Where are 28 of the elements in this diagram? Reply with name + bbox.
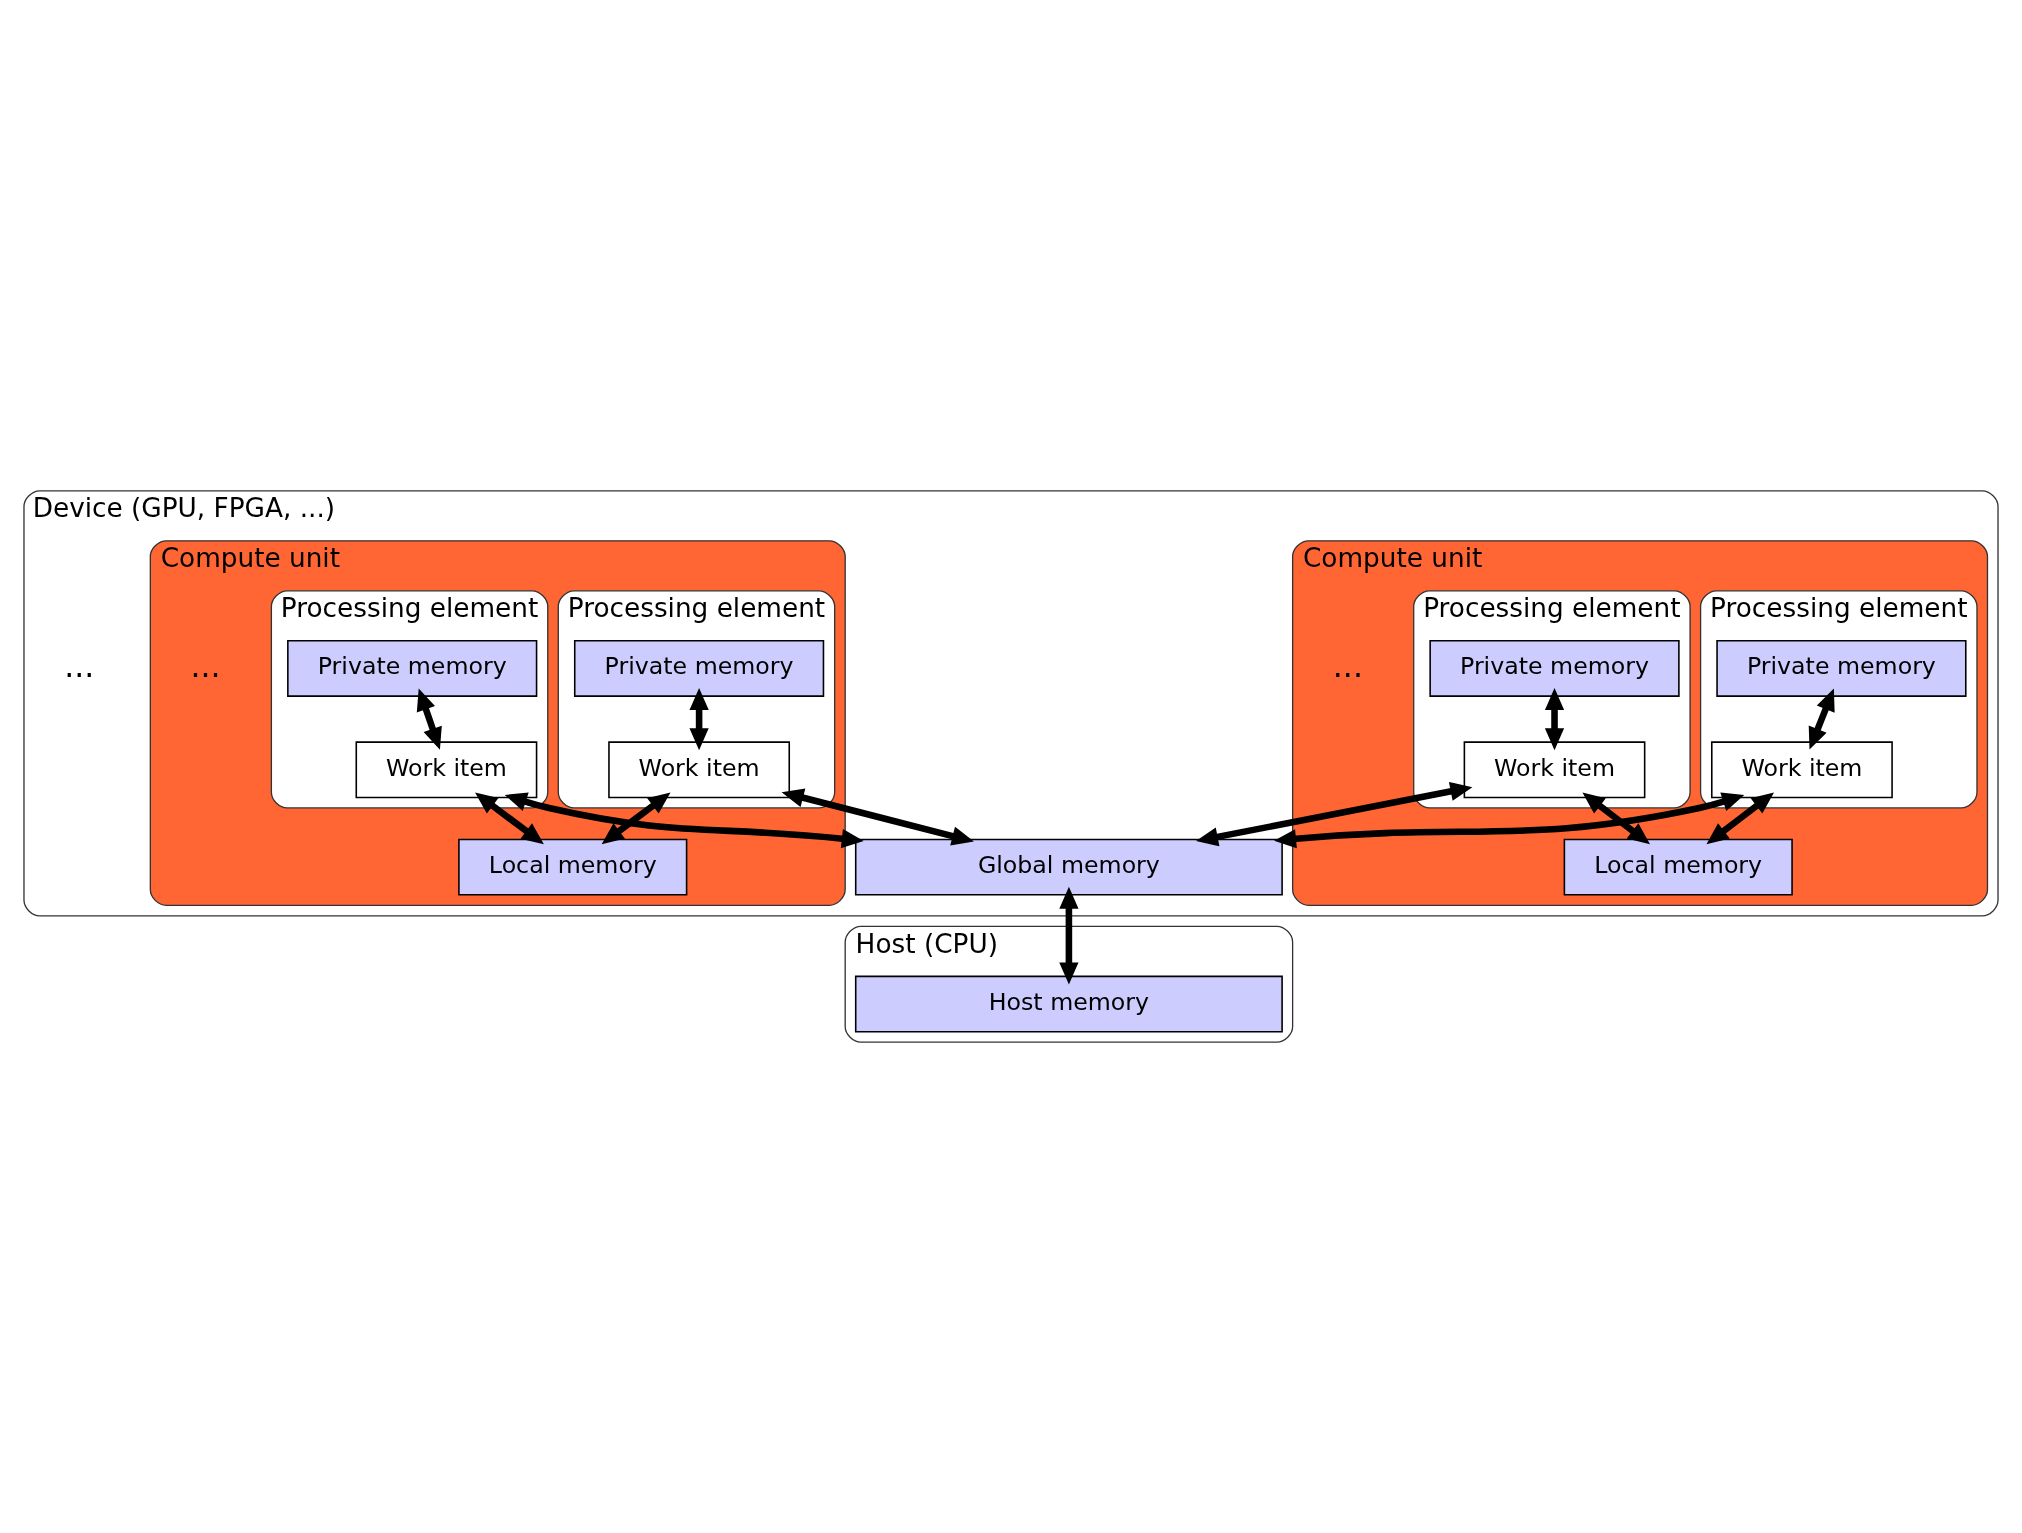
arrow <box>601 792 671 845</box>
node-box: Private memory <box>287 640 538 697</box>
label: ... <box>190 647 221 684</box>
node-box: Private memory <box>573 640 825 697</box>
arrow <box>1059 886 1079 985</box>
arrow <box>1706 792 1774 845</box>
node-box: Global memory <box>854 838 1283 896</box>
node-box: Local memory <box>458 838 688 896</box>
label: ... <box>1332 647 1363 684</box>
node-box: Work item <box>608 741 791 799</box>
node-box: Work item <box>355 741 538 799</box>
arrow <box>416 688 442 750</box>
arrow <box>504 792 864 849</box>
arrow <box>1808 688 1835 750</box>
node-box: Work item <box>1463 741 1646 799</box>
arrow <box>1195 781 1473 847</box>
label: ... <box>64 647 95 684</box>
arrow <box>689 688 709 751</box>
node-box: Local memory <box>1563 838 1793 896</box>
arrow <box>1544 688 1565 751</box>
arrow <box>475 792 544 845</box>
node-box: Work item <box>1711 741 1893 799</box>
node-box: Host memory <box>854 975 1283 1033</box>
arrow <box>781 788 974 846</box>
node-box: Private memory <box>1429 640 1680 697</box>
arrow <box>1582 792 1651 845</box>
node-box: Private memory <box>1716 640 1967 697</box>
arrow <box>1274 792 1745 849</box>
